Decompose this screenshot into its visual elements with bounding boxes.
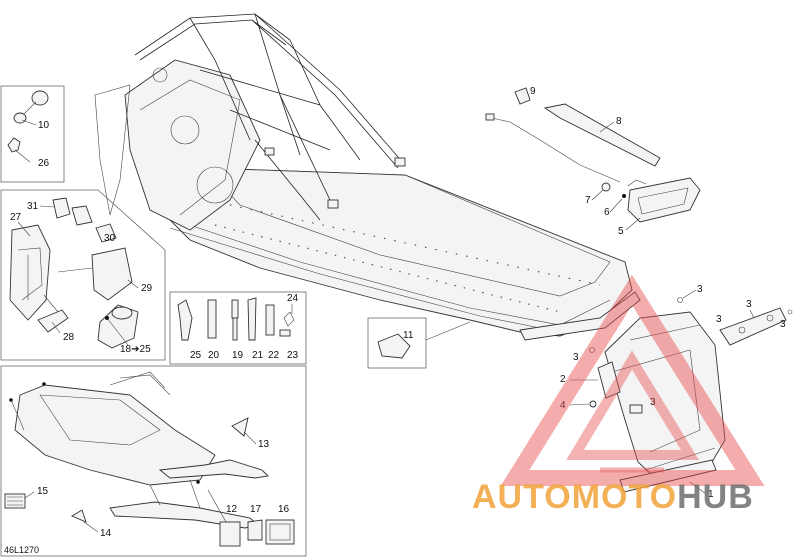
callout-10: 10 xyxy=(38,120,50,131)
callout-4: 4 xyxy=(560,400,566,411)
kit-box-snowmobile: 13 15 14 12 17 16 46L1270 xyxy=(0,365,307,557)
callout-26: 26 xyxy=(38,158,50,169)
callout-31: 31 xyxy=(27,201,39,212)
callout-3-e: 3 xyxy=(573,352,579,363)
callout-11: 11 xyxy=(403,330,414,341)
callout-18-to-25: 18➔25 xyxy=(120,344,151,355)
callout-19: 19 xyxy=(232,350,244,361)
callout-3-d: 3 xyxy=(697,284,703,295)
chassis-frame xyxy=(94,13,641,341)
callout-12: 12 xyxy=(226,504,238,515)
callout-15: 15 xyxy=(37,486,49,497)
callout-7: 7 xyxy=(585,195,591,206)
watermark-logo xyxy=(500,274,765,486)
bracket-11: 11 xyxy=(367,317,471,369)
callout-3-b: 3 xyxy=(716,314,722,325)
callout-13: 13 xyxy=(258,439,270,450)
kit-box-mirror-wrench: 10 26 xyxy=(0,85,65,183)
kit-box-tools: 25 20 19 21 22 24 23 xyxy=(169,291,307,365)
tail-light-assembly: 8 9 7 6 5 xyxy=(485,86,701,237)
callout-14: 14 xyxy=(100,528,112,539)
callout-8: 8 xyxy=(616,116,622,127)
callout-28: 28 xyxy=(63,332,75,343)
callout-25: 25 xyxy=(190,350,202,361)
callout-29: 29 xyxy=(141,283,153,294)
watermark-text-moto: MOTO xyxy=(572,478,677,516)
kit-box-side-panels: 27 31 30 29 28 18➔25 xyxy=(0,189,166,361)
diagram-code: 46L1270 xyxy=(4,545,39,555)
watermark-text: AUTOMOTOHUB xyxy=(472,478,754,516)
callout-3-f: 3 xyxy=(650,397,656,408)
callout-16: 16 xyxy=(278,504,290,515)
callout-2: 2 xyxy=(560,374,566,385)
watermark-text-hub: HUB xyxy=(677,478,754,516)
callout-23: 23 xyxy=(287,350,299,361)
callout-27: 27 xyxy=(10,212,22,223)
callout-9: 9 xyxy=(530,86,536,97)
callout-20: 20 xyxy=(208,350,220,361)
callout-3-a: 3 xyxy=(746,299,752,310)
watermark-text-auto: AUTO xyxy=(472,478,572,516)
callout-30: 30 xyxy=(104,233,116,244)
callout-5: 5 xyxy=(618,226,624,237)
callout-17: 17 xyxy=(250,504,262,515)
callout-21: 21 xyxy=(252,350,264,361)
svg-text:AUTOMOTOHUB: AUTOMOTOHUB xyxy=(472,478,754,516)
callout-6: 6 xyxy=(604,207,610,218)
callout-3-c: 3 xyxy=(780,319,786,330)
callout-22: 22 xyxy=(268,350,280,361)
callout-1: 1 xyxy=(708,489,714,500)
rear-flap-assembly: 3 3 3 3 2 3 4 3 1 xyxy=(560,284,793,500)
callout-24: 24 xyxy=(287,293,299,304)
